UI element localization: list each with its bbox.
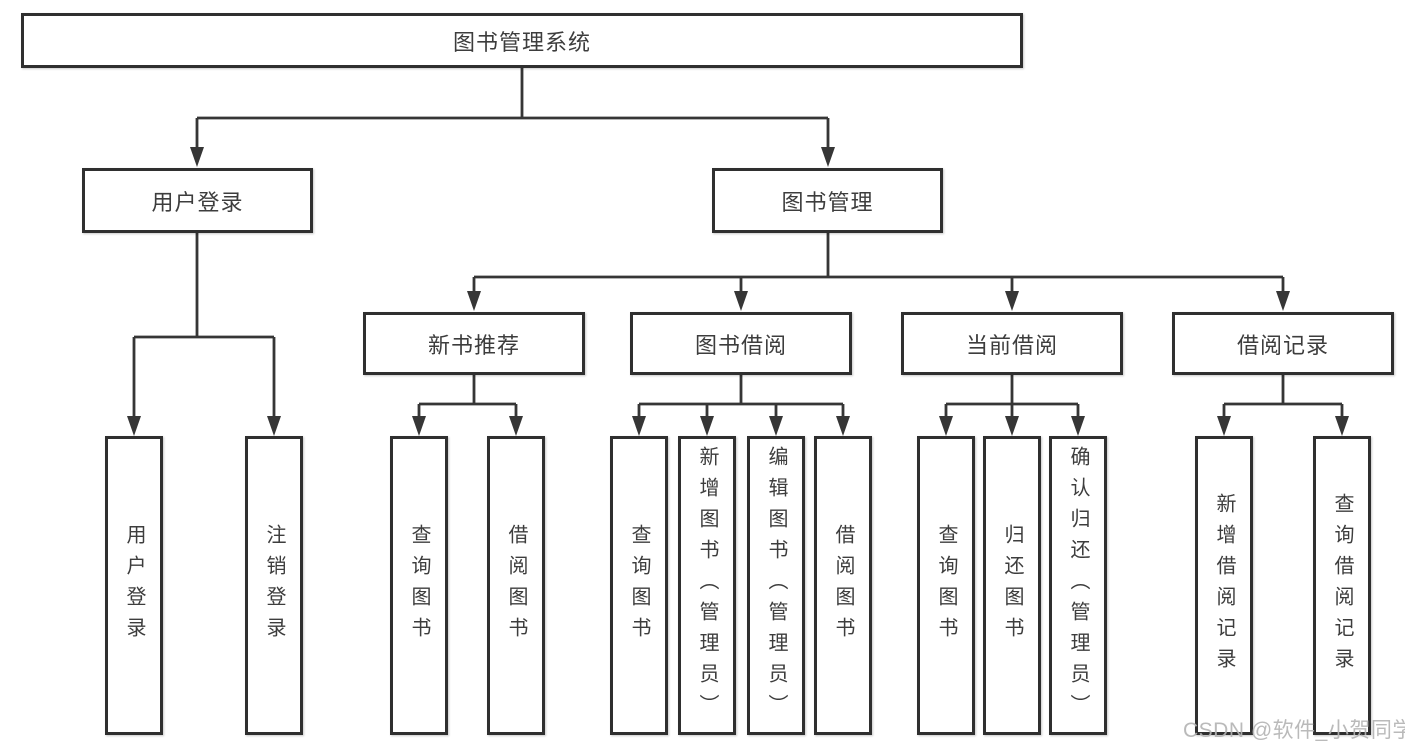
leaf-borrow-book-rec: 借阅图书	[487, 436, 545, 735]
arrowhead-icon	[190, 147, 204, 167]
arrowhead-icon	[509, 416, 523, 436]
leaf-confirm-return-admin: 确认归还（管理员）	[1049, 436, 1107, 735]
arrowhead-icon	[467, 291, 481, 311]
leaf-return-book: 归还图书	[983, 436, 1041, 735]
arrowhead-icon	[267, 416, 281, 436]
node-borrow-record: 借阅记录	[1172, 312, 1394, 375]
leaf-add-book-admin: 新增图书（管理员）	[678, 436, 736, 735]
edge-current-borrow-children	[939, 375, 1085, 436]
node-user-login: 用户登录	[82, 168, 313, 233]
leaf-logout: 注销登录	[245, 436, 303, 735]
node-book-management: 图书管理	[712, 168, 943, 233]
arrowhead-icon	[939, 416, 953, 436]
node-book-borrow: 图书借阅	[630, 312, 852, 375]
edge-root-to-level2	[190, 68, 835, 167]
arrowhead-icon	[700, 416, 714, 436]
leaf-query-book-rec: 查询图书	[390, 436, 448, 735]
node-library-system: 图书管理系统	[21, 13, 1023, 68]
arrowhead-icon	[734, 291, 748, 311]
node-new-book-recommend: 新书推荐	[363, 312, 585, 375]
arrowhead-icon	[632, 416, 646, 436]
leaf-add-borrow-record: 新增借阅记录	[1195, 436, 1253, 735]
arrowhead-icon	[836, 416, 850, 436]
leaf-borrow-book: 借阅图书	[814, 436, 872, 735]
leaf-query-book-borrow: 查询图书	[610, 436, 668, 735]
arrowhead-icon	[1005, 291, 1019, 311]
watermark-text: CSDN @软件_小贺同学	[1183, 719, 1405, 742]
edge-borrow-record-children	[1217, 375, 1349, 436]
arrowhead-icon	[127, 416, 141, 436]
node-current-borrow: 当前借阅	[901, 312, 1123, 375]
edge-book-mgmt-to-level3	[467, 233, 1290, 311]
arrowhead-icon	[1071, 416, 1085, 436]
edge-book-borrow-children	[632, 375, 850, 436]
leaf-edit-book-admin: 编辑图书（管理员）	[747, 436, 805, 735]
arrowhead-icon	[769, 416, 783, 436]
edge-new-book-rec-children	[412, 375, 523, 436]
arrowhead-icon	[412, 416, 426, 436]
arrowhead-icon	[1005, 416, 1019, 436]
arrowhead-icon	[1276, 291, 1290, 311]
leaf-query-borrow-record: 查询借阅记录	[1313, 436, 1371, 735]
leaf-user-login: 用户登录	[105, 436, 163, 735]
arrowhead-icon	[1335, 416, 1349, 436]
arrowhead-icon	[821, 147, 835, 167]
edge-user-login-children	[127, 233, 281, 436]
arrowhead-icon	[1217, 416, 1231, 436]
leaf-query-book-current: 查询图书	[917, 436, 975, 735]
